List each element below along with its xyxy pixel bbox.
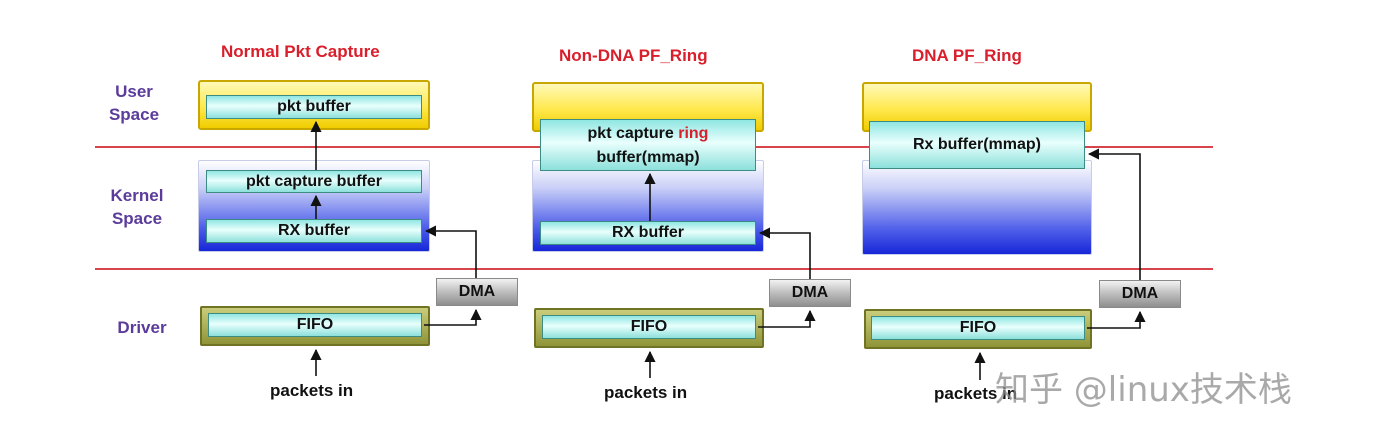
col2-dma: DMA	[769, 279, 851, 307]
layer-user-line2: Space	[108, 105, 160, 124]
col1-arrow-dma-to-rx	[424, 225, 477, 278]
col2-ring-line1: pkt capture ring	[541, 122, 755, 146]
col3-rx-mmap-buffer: Rx buffer(mmap)	[869, 121, 1085, 169]
col1-fifo: FIFO	[208, 313, 422, 337]
col2-fifo: FIFO	[542, 315, 756, 339]
col1-pkt-buffer: pkt buffer	[206, 95, 422, 119]
col2-ring-label-b: ring	[678, 125, 709, 142]
title-non-dna-pf-ring: Non-DNA PF_Ring	[559, 46, 708, 65]
col3-kernel-box	[862, 160, 1092, 255]
col2-packets-in: packets in	[604, 383, 688, 402]
col1-packets-in: packets in	[270, 381, 354, 400]
layer-user-line1: User	[115, 82, 153, 101]
kernel-driver-separator	[95, 268, 1213, 270]
layer-kernel-space: Kernel Space	[101, 184, 173, 230]
title-dna-pf-ring: DNA PF_Ring	[912, 46, 1022, 65]
watermark: 知乎 @linux技术栈	[995, 370, 1292, 410]
layer-kernel-line2: Space	[111, 209, 163, 228]
col1-arrow-fifo-to-dma	[424, 308, 482, 326]
col3-arrow-dma-to-rx	[1087, 148, 1141, 280]
layer-user-space: User Space	[98, 80, 170, 126]
layer-kernel-line1: Kernel	[110, 186, 164, 205]
title-normal-pkt-capture: Normal Pkt Capture	[221, 42, 380, 61]
col1-dma: DMA	[436, 278, 518, 306]
col3-fifo: FIFO	[871, 316, 1085, 340]
col3-arrow-fifo-to-dma	[1087, 310, 1146, 329]
col3-dma: DMA	[1099, 280, 1181, 308]
col1-capture-buffer: pkt capture buffer	[206, 170, 422, 193]
col2-arrow-dma-to-rx	[758, 227, 811, 279]
col1-rx-buffer: RX buffer	[206, 219, 422, 243]
layer-driver: Driver	[117, 318, 167, 337]
col2-rx-buffer: RX buffer	[540, 221, 756, 245]
col3-packets-in: packets in	[934, 384, 1018, 403]
col2-arrow-fifo-to-dma	[758, 309, 816, 328]
col2-ring-line2: buffer(mmap)	[596, 149, 700, 166]
col2-ring-buffer: pkt capture ring buffer(mmap)	[540, 119, 756, 171]
col2-ring-label-a: pkt capture	[587, 125, 674, 142]
